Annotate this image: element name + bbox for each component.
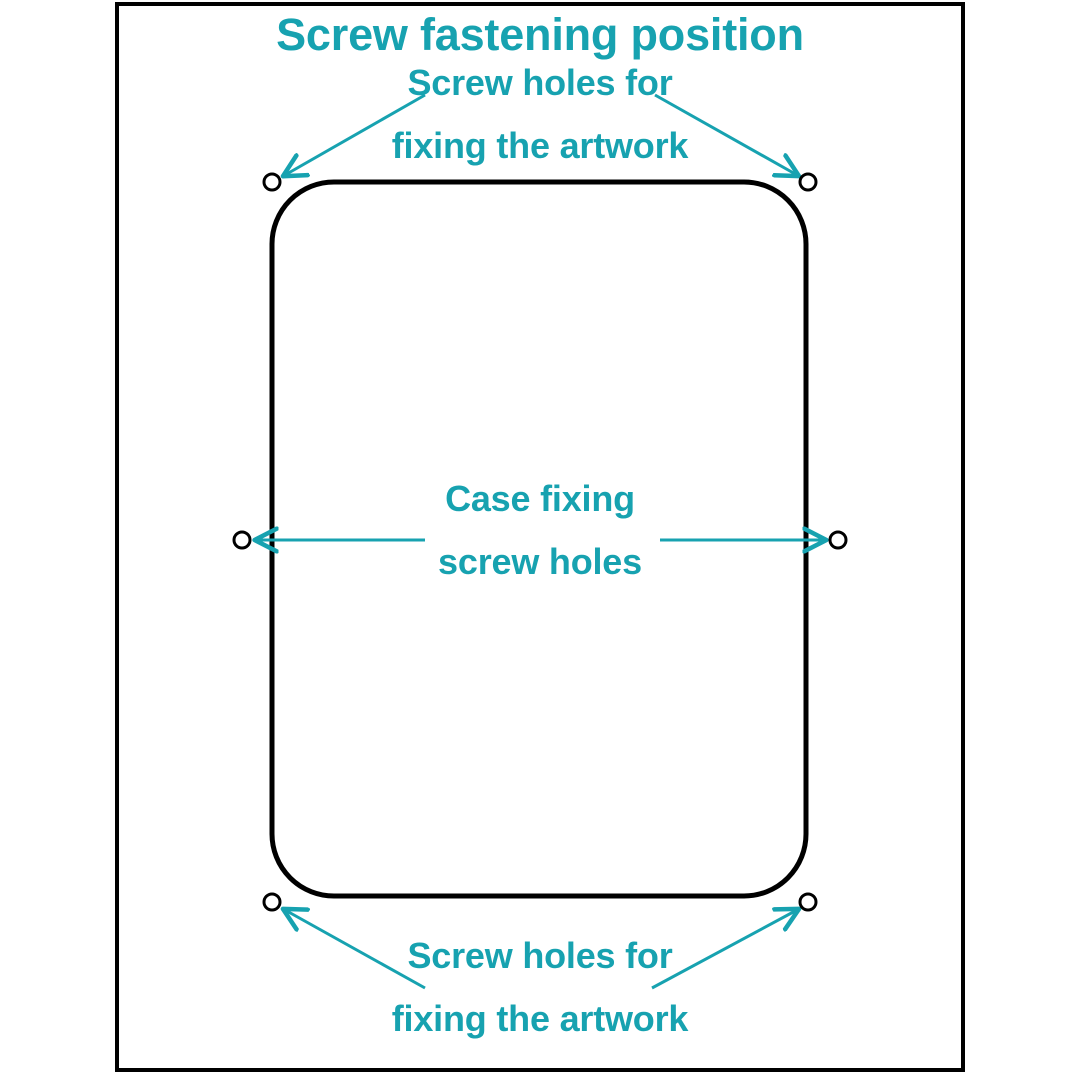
screw-hole-bottom-right	[798, 892, 818, 912]
screw-hole-middle-right	[828, 530, 848, 550]
screw-hole-top-right	[798, 172, 818, 192]
screw-hole-middle-left	[232, 530, 252, 550]
center-callout-line-2: screw holes	[438, 541, 642, 582]
outer-frame	[115, 2, 965, 1072]
top-right-leader-arrow	[654, 93, 797, 175]
bottom-callout-line-2: fixing the artwork	[391, 998, 689, 1039]
bottom-callout-line-1: Screw holes for	[407, 935, 673, 976]
screw-hole-bottom-left	[262, 892, 282, 912]
center-callout-line-1: Case fixing	[445, 478, 635, 519]
page-title: Screw fastening position	[276, 9, 804, 60]
top-callout-line-2: fixing the artwork	[391, 125, 689, 166]
screw-hole-top-left	[262, 172, 282, 192]
bottom-right-leader-arrow	[651, 910, 797, 990]
bottom-left-leader-arrow	[285, 910, 426, 990]
top-callout-line-1: Screw holes for	[407, 62, 673, 103]
top-left-leader-arrow	[285, 93, 426, 175]
